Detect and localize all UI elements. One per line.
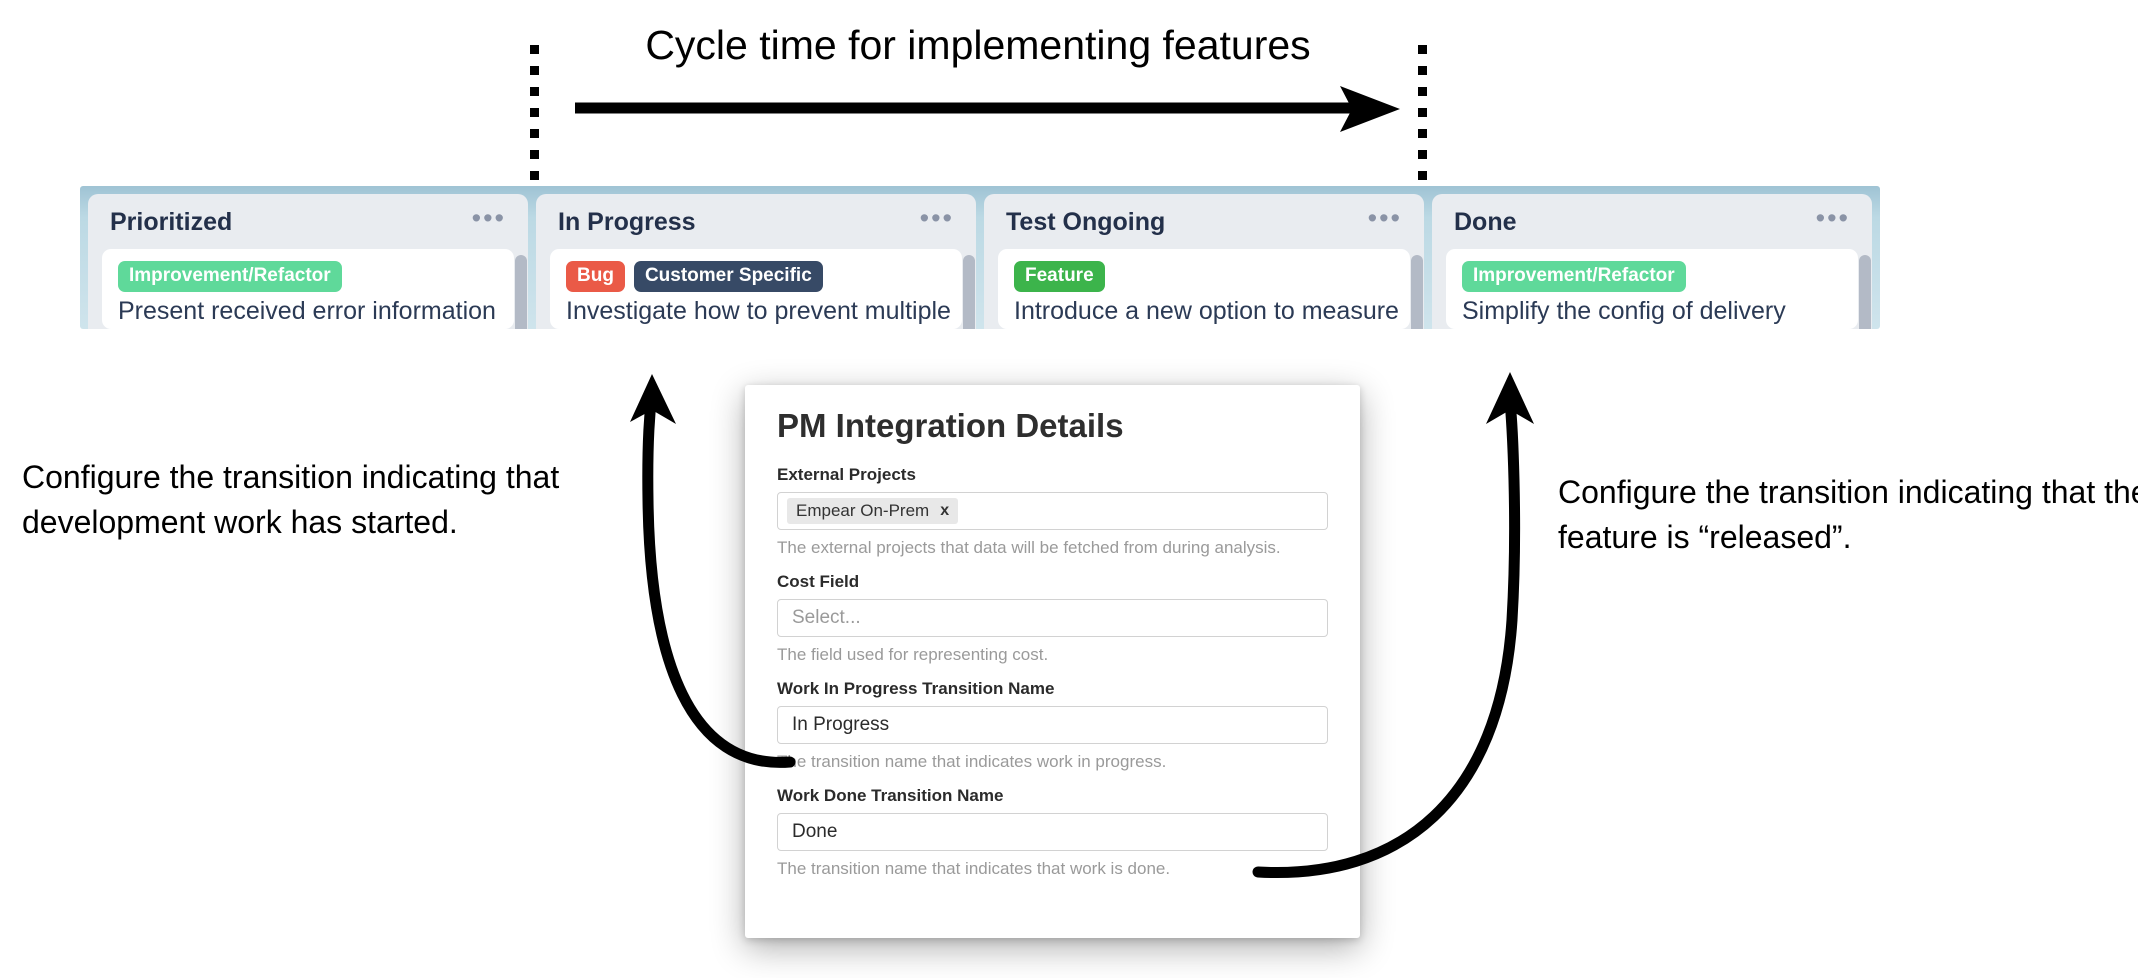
- external-projects-label: External Projects: [777, 465, 916, 484]
- card-tags: Improvement/Refactor: [118, 261, 498, 292]
- project-chip[interactable]: Empear On-Prem x: [787, 498, 959, 524]
- card-title: Introduce a new option to measure: [1014, 297, 1399, 325]
- column-title: In Progress: [558, 208, 696, 236]
- cost-field-placeholder: Select...: [792, 607, 861, 628]
- card-tags: Bug Customer Specific: [566, 261, 946, 292]
- column-cards: Bug Customer Specific Investigate how to…: [536, 249, 976, 329]
- cost-field-help: The field used for representing cost.: [777, 645, 1049, 664]
- wip-transition-label: Work In Progress Transition Name: [777, 679, 1055, 698]
- card-tag: Bug: [566, 261, 625, 292]
- dialog-title: PM Integration Details: [777, 407, 1124, 444]
- cost-field-select[interactable]: Select...: [777, 599, 1328, 637]
- wip-transition-input[interactable]: In Progress: [777, 706, 1328, 744]
- column-cards: Improvement/Refactor Present received er…: [88, 249, 528, 329]
- annotation-left: Configure the transition indicating that…: [22, 459, 560, 541]
- card-scrollbar-thumb[interactable]: [1411, 255, 1423, 329]
- column-header: Prioritized •••: [88, 194, 528, 249]
- wip-transition-help: The transition name that indicates work …: [777, 752, 1167, 771]
- card-tag: Feature: [1014, 261, 1105, 292]
- external-projects-help: The external projects that data will be …: [777, 538, 1281, 557]
- card-title: Simplify the config of delivery: [1462, 297, 1786, 325]
- board-card[interactable]: Improvement/Refactor Present received er…: [102, 249, 514, 329]
- board-card[interactable]: Feature Introduce a new option to measur…: [998, 249, 1410, 329]
- card-tag: Improvement/Refactor: [1462, 261, 1686, 292]
- board-column-done[interactable]: Done ••• Improvement/Refactor Simplify t…: [1432, 194, 1872, 329]
- card-tag: Improvement/Refactor: [118, 261, 342, 292]
- column-cards: Feature Introduce a new option to measur…: [984, 249, 1424, 329]
- pm-integration-details-dialog[interactable]: PM Integration Details External Projects…: [745, 385, 1360, 938]
- column-cards: Improvement/Refactor Simplify the config…: [1432, 249, 1872, 329]
- board-card[interactable]: Improvement/Refactor Simplify the config…: [1446, 249, 1858, 329]
- column-header: Test Ongoing •••: [984, 194, 1424, 249]
- card-title: Investigate how to prevent multiple: [566, 297, 951, 325]
- done-transition-label: Work Done Transition Name: [777, 786, 1004, 805]
- column-menu-icon[interactable]: •••: [471, 202, 506, 233]
- done-transition-value: Done: [792, 821, 838, 842]
- card-tag: Customer Specific: [633, 261, 823, 292]
- chip-remove-icon[interactable]: x: [940, 502, 950, 519]
- column-menu-icon[interactable]: •••: [1367, 202, 1402, 233]
- cost-field-label: Cost Field: [777, 572, 860, 591]
- board-column-in-progress[interactable]: In Progress ••• Bug Customer Specific In…: [536, 194, 976, 329]
- card-scrollbar-thumb[interactable]: [1859, 255, 1871, 329]
- column-menu-icon[interactable]: •••: [919, 202, 954, 233]
- card-scrollbar-thumb[interactable]: [515, 255, 527, 329]
- column-menu-icon[interactable]: •••: [1815, 202, 1850, 233]
- external-projects-input[interactable]: Empear On-Prem x: [777, 492, 1328, 530]
- done-transition-input[interactable]: Done: [777, 813, 1328, 851]
- wip-transition-value: In Progress: [792, 714, 890, 735]
- cycle-time-arrow-icon: [575, 86, 1400, 132]
- board-card[interactable]: Bug Customer Specific Investigate how to…: [550, 249, 962, 329]
- column-title: Prioritized: [110, 208, 233, 236]
- card-tags: Feature: [1014, 261, 1394, 292]
- done-transition-help: The transition name that indicates that …: [777, 859, 1171, 878]
- annotation-right: Configure the transition indicating that…: [1558, 474, 2138, 556]
- project-chip-label: Empear On-Prem: [796, 501, 930, 520]
- board-column-prioritized[interactable]: Prioritized ••• Improvement/Refactor Pre…: [88, 194, 528, 329]
- kanban-board: Prioritized ••• Improvement/Refactor Pre…: [80, 186, 1880, 329]
- card-title: Present received error information: [118, 297, 496, 325]
- board-column-test-ongoing[interactable]: Test Ongoing ••• Feature Introduce a new…: [984, 194, 1424, 329]
- column-title: Test Ongoing: [1006, 208, 1166, 236]
- card-scrollbar-thumb[interactable]: [963, 255, 975, 329]
- column-header: Done •••: [1432, 194, 1872, 249]
- column-header: In Progress •••: [536, 194, 976, 249]
- column-title: Done: [1454, 208, 1517, 236]
- cycle-time-label: Cycle time for implementing features: [645, 22, 1311, 68]
- card-tags: Improvement/Refactor: [1462, 261, 1842, 292]
